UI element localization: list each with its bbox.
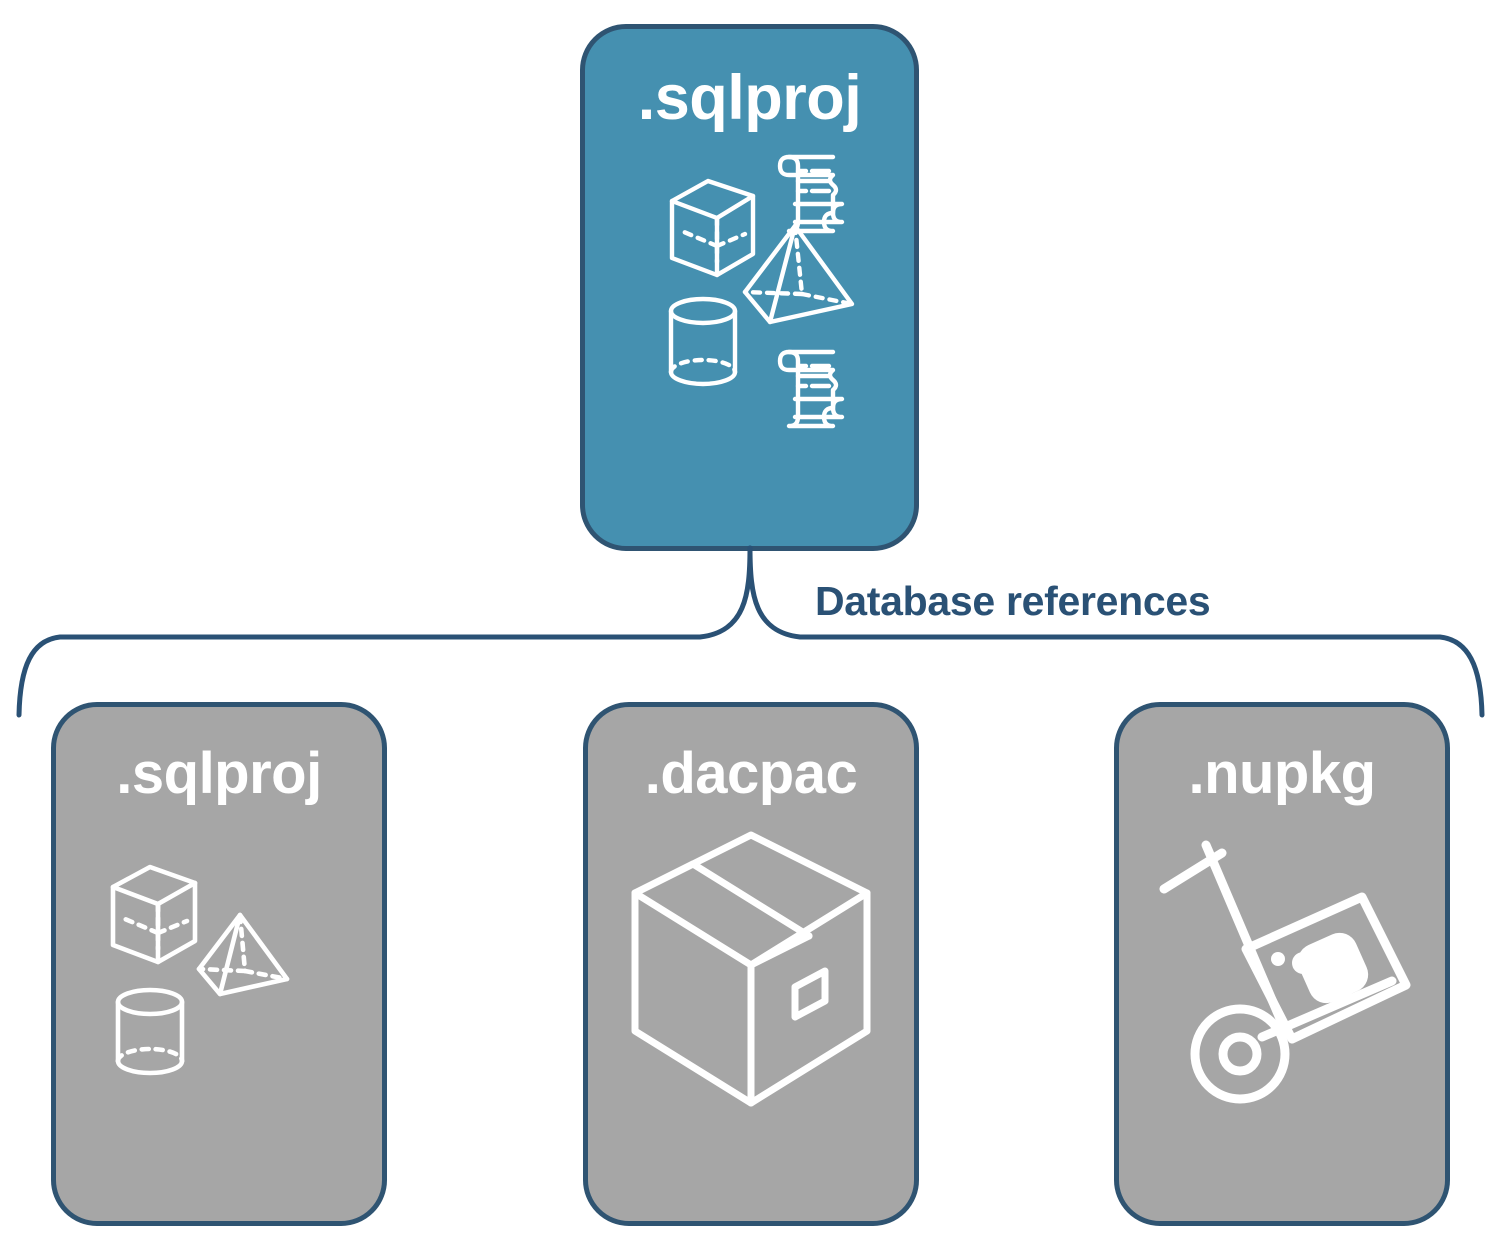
brace-right-arm (747, 545, 1485, 718)
cube-wireframe-icon (669, 178, 755, 278)
pyramid-wireframe-icon (196, 912, 290, 997)
card-title-sqlproj-reference: .sqlproj (116, 741, 322, 806)
card-nupkg[interactable]: .nupkg (1114, 702, 1450, 1226)
sqlproj-reference-artwork (103, 857, 335, 1087)
shipping-box-icon (631, 831, 871, 1107)
cube-wireframe-icon (110, 864, 198, 965)
card-sqlproj-root[interactable]: .sqlproj (580, 24, 919, 551)
card-title-dacpac: .dacpac (644, 741, 858, 806)
scroll-script-icon (777, 154, 844, 234)
cylinder-wireframe-icon (115, 987, 185, 1076)
nupkg-artwork (1154, 840, 1411, 1109)
card-title-sqlproj-root: .sqlproj (637, 63, 862, 133)
parent-card-artwork (640, 144, 860, 434)
hand-truck-package-icon (1159, 840, 1411, 1104)
scroll-script-icon (777, 349, 844, 429)
dacpac-artwork (629, 831, 873, 1107)
card-title-nupkg: .nupkg (1188, 741, 1376, 806)
brace-left-arm (16, 545, 753, 718)
card-sqlproj-reference[interactable]: .sqlproj (51, 702, 387, 1226)
pyramid-wireframe-icon (742, 223, 854, 325)
card-dacpac[interactable]: .dacpac (583, 702, 919, 1226)
cylinder-wireframe-icon (668, 296, 737, 387)
connector-label-database-references: Database references (815, 578, 1211, 624)
